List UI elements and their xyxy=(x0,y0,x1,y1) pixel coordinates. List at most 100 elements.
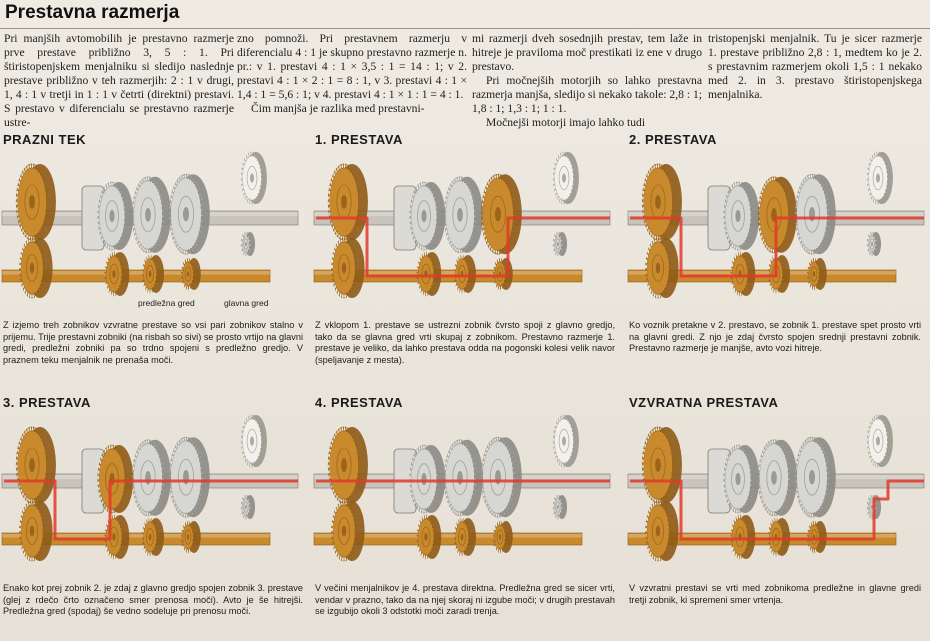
main-speed-gear xyxy=(757,439,797,517)
gearbox-illustration xyxy=(313,414,611,562)
panel-title: 4. PRESTAVA xyxy=(315,395,403,410)
counter-shaft xyxy=(313,532,583,546)
input-gear xyxy=(327,426,368,504)
counter-speed-gear xyxy=(807,520,827,554)
intro-column-4: tristopenjski menjalnik. Tu je sicer raz… xyxy=(708,32,922,102)
main-speed-gear xyxy=(443,439,483,517)
main-speed-gear xyxy=(723,181,760,251)
panel-third-gear: 3. PRESTAVA Enako kot prej zobnik 2. je … xyxy=(0,395,310,637)
counter-shaft xyxy=(1,269,271,283)
gearbox-illustration xyxy=(1,414,299,562)
intro-column-3: mi razmerji dveh sosednjih prestav, tem … xyxy=(472,32,702,130)
counter-drive-gear xyxy=(645,237,679,299)
counter-speed-gear xyxy=(493,520,513,554)
mainshaft-label: glavna gred xyxy=(224,298,269,308)
input-gear xyxy=(641,426,682,504)
main-speed-gear xyxy=(795,173,836,255)
counter-drive-gear xyxy=(645,500,679,562)
main-speed-gear xyxy=(97,444,134,514)
panel-title: PRAZNI TEK xyxy=(3,132,86,147)
power-flow-line xyxy=(316,216,610,278)
input-gear xyxy=(15,426,56,504)
gearbox-illustration xyxy=(627,414,925,562)
page-title: Prestavna razmerja xyxy=(5,2,180,23)
counter-speed-gear xyxy=(104,514,130,560)
main-speed-gear xyxy=(131,439,171,517)
counter-speed-gear xyxy=(416,251,442,297)
reverse-idler-gear xyxy=(552,231,568,257)
intro-paragraph: mi razmerji dveh sosednjih prestav, tem … xyxy=(472,32,702,73)
counter-speed-gear xyxy=(453,254,476,294)
panel-fourth-gear: 4. PRESTAVA V večini menjalnikov je 4. p… xyxy=(312,395,622,637)
reverse-gear xyxy=(866,414,893,468)
main-speed-gear xyxy=(169,173,210,255)
panel-caption: V vzvratni prestavi se vrti med zobnikom… xyxy=(629,583,921,605)
intro-column-2: zno pomnoži. Pri prestavnem razmerju v d… xyxy=(237,32,467,116)
counter-drive-gear xyxy=(331,500,365,562)
gearbox-illustration xyxy=(1,151,299,299)
intro-paragraph: Močnejši motorji imajo lahko tudi xyxy=(486,116,646,129)
intro-paragraph: zno pomnoži. Pri prestavnem razmerju v d… xyxy=(237,32,467,101)
panel-title: 2. PRESTAVA xyxy=(629,132,717,147)
countershaft-label: predležna gred xyxy=(138,298,195,308)
panel-reverse-gear: VZVRATNA PRESTAVA V vzvratni prestavi se… xyxy=(626,395,926,637)
title-divider xyxy=(0,28,930,29)
counter-speed-gear xyxy=(181,520,201,554)
counter-drive-gear xyxy=(19,237,53,299)
input-gear xyxy=(15,163,56,241)
panel-title: 1. PRESTAVA xyxy=(315,132,403,147)
reverse-gear xyxy=(552,414,579,468)
gearbox-illustration xyxy=(627,151,925,299)
counter-speed-gear xyxy=(767,254,790,294)
main-speed-gear xyxy=(757,176,797,254)
reverse-gear xyxy=(240,414,267,468)
main-speed-gear xyxy=(409,181,446,251)
intro-paragraph: Pri manjših avtomobilih je prestavno raz… xyxy=(4,32,234,129)
intro-paragraph: tristopenjski menjalnik. Tu je sicer raz… xyxy=(708,32,922,101)
power-flow-line xyxy=(630,479,924,541)
counter-speed-gear xyxy=(453,517,476,557)
reverse-idler-gear xyxy=(552,494,568,520)
panel-caption: Z izjemo treh zobnikov vzvratne prestave… xyxy=(3,320,303,365)
panel-caption: Ko voznik pretakne v 2. prestavo, se zob… xyxy=(629,320,921,353)
panel-caption: V večini menjalnikov je 4. prestava dire… xyxy=(315,583,615,616)
reverse-idler-gear xyxy=(240,494,256,520)
reverse-idler-gear xyxy=(240,231,256,257)
main-speed-gear xyxy=(443,176,483,254)
main-speed-gear xyxy=(169,436,210,518)
main-speed-gear xyxy=(131,176,171,254)
counter-speed-gear xyxy=(730,514,756,560)
counter-shaft xyxy=(1,532,271,546)
panel-second-gear: 2. PRESTAVA Ko voznik pretakne v 2. pres… xyxy=(626,132,926,374)
counter-speed-gear xyxy=(807,257,827,291)
counter-drive-gear xyxy=(331,237,365,299)
counter-speed-gear xyxy=(181,257,201,291)
intro-paragraph: Čim manjša je razlika med prestavni- xyxy=(251,102,425,115)
counter-drive-gear xyxy=(19,500,53,562)
panel-neutral: PRAZNI TEK predležna gred glavna gred Z … xyxy=(0,132,310,374)
reverse-idler-gear xyxy=(866,231,882,257)
panel-title: 3. PRESTAVA xyxy=(3,395,91,410)
reverse-gear xyxy=(866,151,893,205)
main-speed-gear xyxy=(481,173,522,255)
panel-title: VZVRATNA PRESTAVA xyxy=(629,395,779,410)
panel-first-gear: 1. PRESTAVA Z vklopom 1. prestave se ust… xyxy=(312,132,622,374)
main-speed-gear xyxy=(481,436,522,518)
panel-caption: Z vklopom 1. prestave se ustrezni zobnik… xyxy=(315,320,615,365)
input-gear xyxy=(641,163,682,241)
power-flow-line xyxy=(4,479,298,541)
counter-speed-gear xyxy=(493,257,513,291)
main-speed-gear xyxy=(795,436,836,518)
intro-paragraph: Pri močnejših motorjih so lahko prestavn… xyxy=(472,74,702,115)
power-flow-line xyxy=(630,216,924,278)
main-speed-gear xyxy=(723,444,760,514)
panel-caption: Enako kot prej zobnik 2. je zdaj z glavn… xyxy=(3,583,303,616)
counter-speed-gear xyxy=(141,254,164,294)
main-speed-gear xyxy=(97,181,134,251)
intro-column-1: Pri manjših avtomobilih je prestavno raz… xyxy=(4,32,234,130)
counter-speed-gear xyxy=(767,517,790,557)
gearbox-illustration xyxy=(313,151,611,299)
reverse-gear xyxy=(552,151,579,205)
reverse-gear xyxy=(240,151,267,205)
